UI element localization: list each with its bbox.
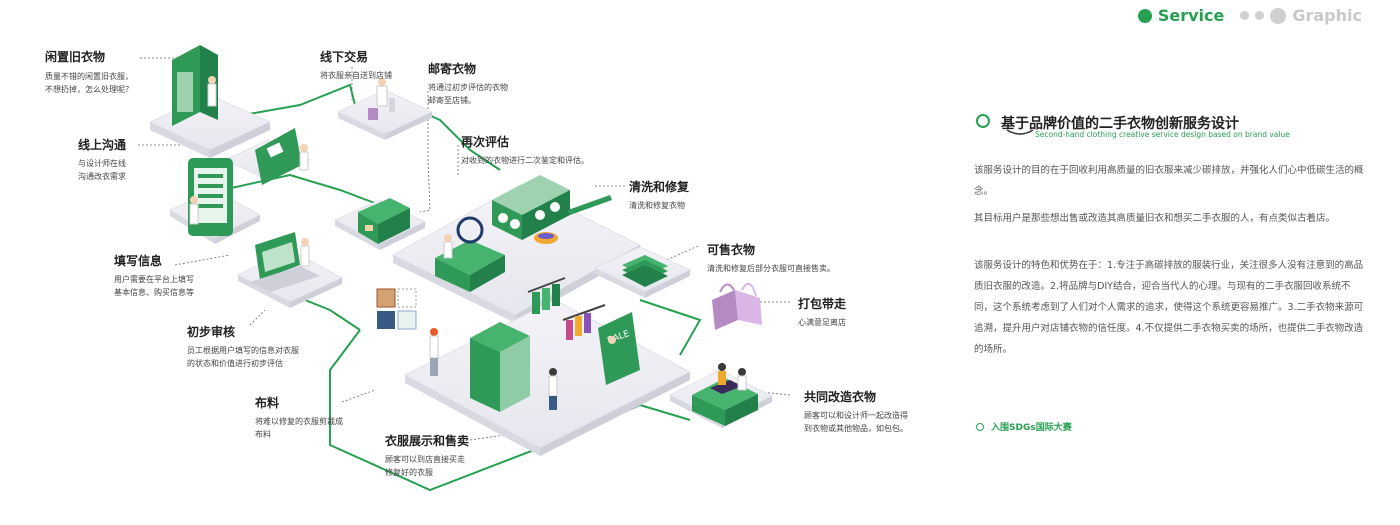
label-desc: 清洗和修复衣物 [629,201,685,210]
label-desc: 修复好的衣服 [385,468,433,477]
label-desc: 用户需要在平台上填写 [114,275,194,284]
label-title: 初步审核 [187,325,236,339]
label-title: 布料 [255,396,280,410]
label-desc: 与设计师在线 [78,159,126,168]
label-title: 衣服展示和售卖 [385,434,470,448]
shopper-figures-icon [429,328,616,410]
label-desc: 不想扔掉，怎么处理呢？ [45,85,133,94]
label-initial-review: 初步审核 员工根据用户填写的信息对衣服 的状态和价值进行初步评估 [187,323,299,370]
remake-desk-icon [692,363,758,426]
label-sellable: 可售衣物 清洗和修复后部分衣服可直接售卖。 [707,241,835,275]
gift-bags-icon [712,282,762,330]
label-desc: 布料 [255,430,271,439]
label-title: 闲置旧衣物 [45,50,106,64]
wardrobe-icon [172,45,218,126]
label-title: 可售衣物 [707,243,756,257]
label-offline-trade: 线下交易 将衣服亲自送到店铺 [320,48,392,82]
label-desc: 沟通改衣需求 [78,172,126,181]
label-idle-clothes: 闲置旧衣物 质量不错的闲置旧衣服， 不想扔掉，怎么处理呢？ [45,48,133,96]
chat-screen-icon [255,128,309,185]
label-title: 填写信息 [114,254,163,268]
dot-icon [1240,11,1250,20]
label-desc: 的状态和价值进行初步评估 [187,359,283,368]
label-title: 线下交易 [320,50,369,64]
label-title: 打包带走 [798,297,847,311]
active-dot-icon [1137,8,1152,23]
label-desc: 员工根据用户填写的信息对衣服 [187,346,299,355]
label-pack-go: 打包带走 心满意足离店 [798,295,846,329]
folded-clothes-icon [622,255,668,287]
service-flow-illustration: SALE [138,45,791,492]
panel-paragraph: 该服务设计的目的在于回收利用高质量的旧衣服来减少碳排放，并强化人们心中低碳生活的… [974,165,1364,197]
label-desc: 心满意足离店 [798,318,846,327]
panel-footer: 入围SDGs国际大赛 [976,420,1072,433]
label-desc: 质量不错的闲置旧衣服， [45,72,133,81]
label-fill-info: 填写信息 用户需要在平台上填写 基本信息、购买信息等 [114,252,194,299]
label-title: 再次评估 [461,135,510,149]
label-desc: 顾客可以和设计师一起改造得 [804,411,908,420]
header-nav: Service Graphic [1137,6,1362,25]
label-desc: 对收到的衣物进行二次鉴定和评估。 [461,156,589,165]
fitting-room-icon [470,322,530,412]
label-title: 线上沟通 [78,138,127,152]
sale-banner-icon: SALE [598,312,640,385]
washing-machines-icon [492,175,612,244]
title-ring-icon [976,114,990,128]
label-desc: 到衣物或其他物品，如包包。 [804,424,908,433]
tab-graphic[interactable]: Graphic [1292,6,1362,25]
label-desc: 邮寄至店铺。 [428,96,476,105]
label-title: 共同改造衣物 [804,390,877,404]
evaluation-desk-icon [435,216,505,292]
label-title: 清洗和修复 [629,180,690,194]
smile-curve-icon [1006,129,1034,135]
panel-paragraph: 其目标用户是那些想出售或改造其高质量旧衣和想买二手衣服的人，有点类似古着店。 [974,213,1336,224]
ring-icon [976,422,984,431]
delivery-van-icon [358,198,410,244]
label-desc: 将通过初步评估的衣物 [428,83,508,92]
label-mail-clothes: 邮寄衣物 将通过初步评估的衣物 邮寄至店铺。 [428,60,508,107]
laptop-review-icon [250,232,320,292]
clothes-rack-icon [527,277,606,340]
label-desc: 顾客可以到店直接买走 [385,455,465,464]
panel-paragraph: 该服务设计的特色和优势在于：1.专注于高碳排放的服装行业，关注很多人没有注意到的… [974,260,1364,355]
label-desc: 将衣服亲自送到店铺 [320,71,392,80]
label-desc: 将难以修复的衣服剪裁成 [255,417,343,426]
footer-text: 入围SDGs国际大赛 [991,423,1072,433]
label-title: 邮寄衣物 [428,62,477,76]
dot-icon [1255,11,1265,20]
label-desc: 基本信息、购买信息等 [114,288,194,297]
label-re-evaluate: 再次评估 对收到的衣物进行二次鉴定和评估。 [461,133,589,167]
panel-subtitle: Second-hand clothing creative service de… [1035,130,1290,139]
panel-title: 基于品牌价值的二手衣物创新服务设计 [1001,116,1239,132]
label-fabric: 布料 将难以修复的衣服剪裁成 布料 [255,394,343,441]
label-wash-repair: 清洗和修复 清洗和修复衣物 [629,178,689,212]
label-co-remake: 共同改造衣物 顾客可以和设计师一起改造得 到衣物或其他物品，如包包。 [804,388,908,435]
person-bags-icon [368,78,395,120]
label-display-sale: 衣服展示和售卖 顾客可以到店直接买走 修复好的衣服 [385,432,469,479]
dot-icon [1270,7,1287,24]
tab-service[interactable]: Service [1157,6,1225,25]
fabric-swatches-icon [376,288,417,330]
phone-form-icon [188,158,233,236]
label-online-chat: 线上沟通 与设计师在线 沟通改衣需求 [78,136,126,183]
label-desc: 清洗和修复后部分衣服可直接售卖。 [707,264,835,273]
